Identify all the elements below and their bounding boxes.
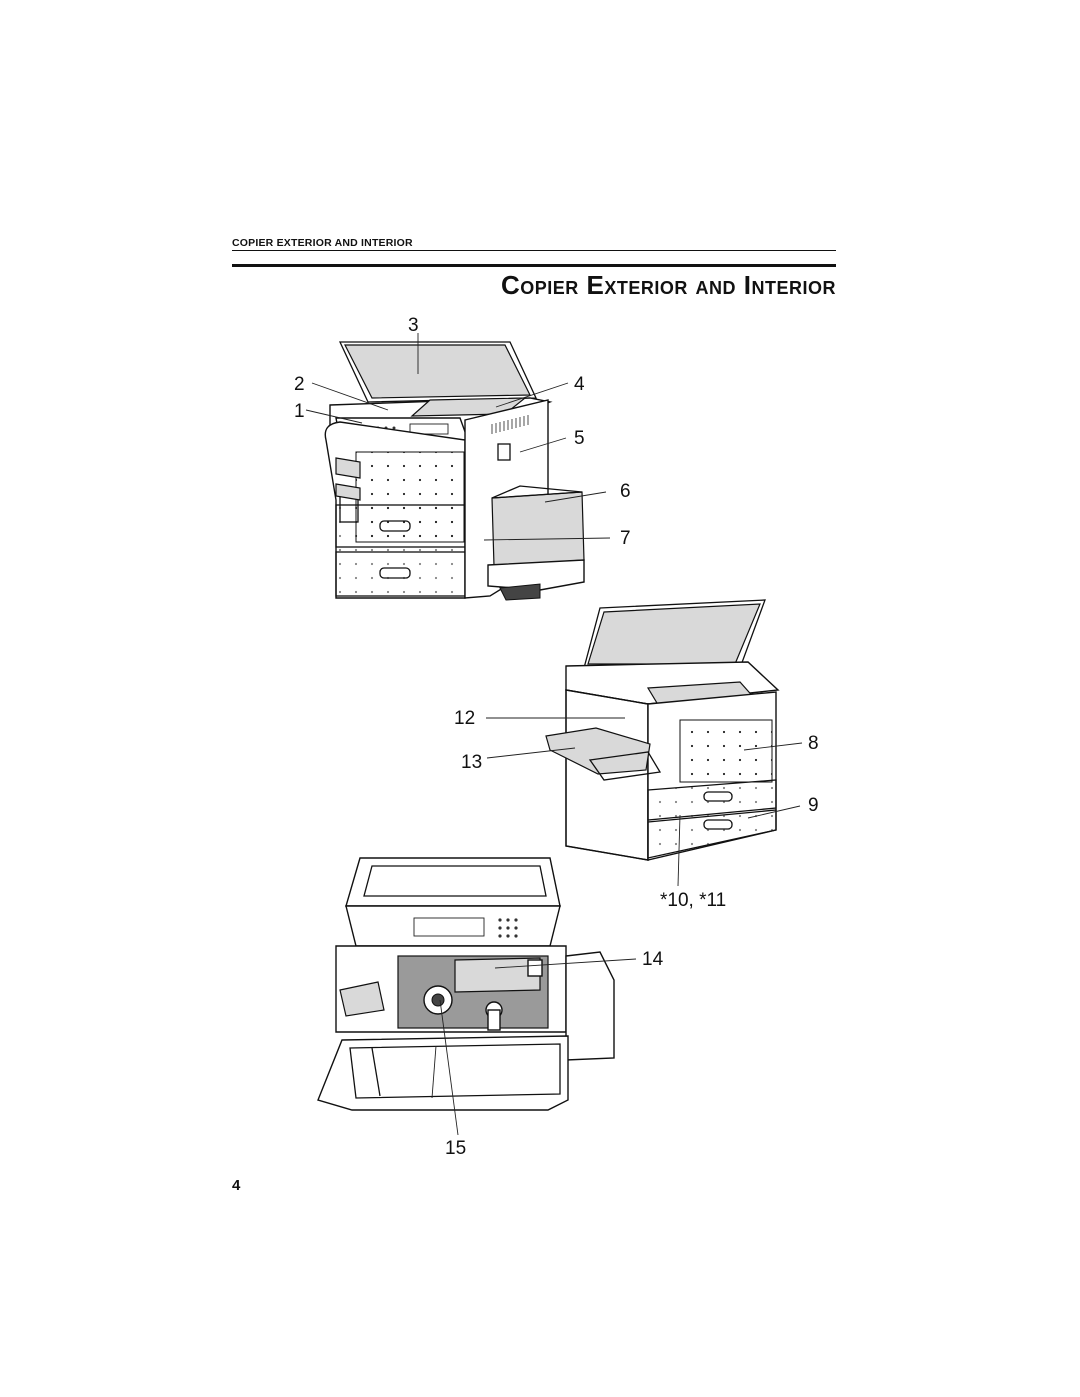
page-title: Copier Exterior and Interior xyxy=(500,270,836,300)
callout-14: 14 xyxy=(642,949,664,970)
callout-6: 6 xyxy=(620,481,631,502)
copier-rear-view xyxy=(545,599,780,861)
callout-2: 2 xyxy=(294,374,305,395)
callout-1: 1 xyxy=(294,401,305,422)
copier-interior-view xyxy=(317,857,615,1111)
callout-12: 12 xyxy=(454,708,475,729)
callout-10-11: *10, *11 xyxy=(660,890,726,911)
callout-7: 7 xyxy=(620,528,631,549)
title-rule xyxy=(232,264,836,267)
header-rule xyxy=(232,250,836,251)
callout-9: 9 xyxy=(808,795,819,816)
callout-5: 5 xyxy=(574,428,585,449)
page-number: 4 xyxy=(232,1177,241,1194)
callout-labels: 3 2 1 4 5 6 7 12 13 8 9 *10, *11 14 15 xyxy=(294,315,819,1159)
callout-13: 13 xyxy=(461,752,482,773)
copier-front-view xyxy=(324,341,585,601)
callout-8: 8 xyxy=(808,733,819,754)
callout-3: 3 xyxy=(408,315,419,336)
leader-lines xyxy=(305,333,803,1136)
running-header: COPIER EXTERIOR AND INTERIOR xyxy=(232,237,413,249)
callout-4: 4 xyxy=(574,374,585,395)
callout-15: 15 xyxy=(445,1138,466,1159)
